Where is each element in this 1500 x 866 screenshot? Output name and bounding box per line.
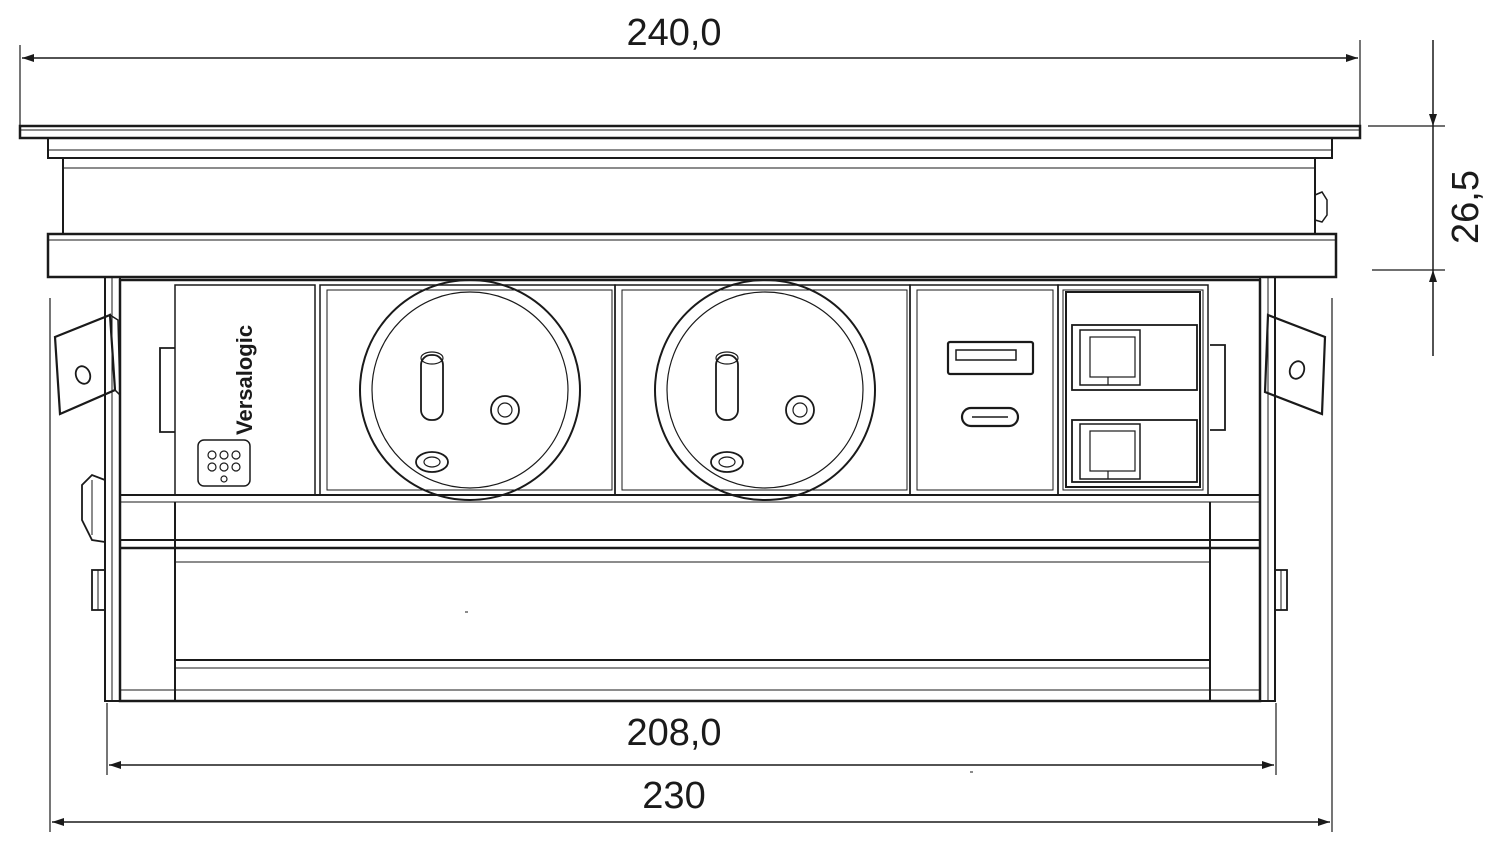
right-side-screw bbox=[1274, 569, 1288, 611]
socket-module-2 bbox=[614, 279, 911, 501]
dimension-label-overall-width: 240,0 bbox=[626, 12, 721, 54]
dimension-height: 26,5 bbox=[1368, 40, 1487, 356]
main-body bbox=[104, 276, 1276, 773]
dimension-label-inner-width: 208,0 bbox=[626, 712, 721, 754]
left-side-screw bbox=[91, 569, 106, 611]
socket-module-1 bbox=[319, 279, 616, 501]
dimension-body-width: 230 bbox=[49, 298, 1333, 832]
usb-a-port-icon bbox=[946, 340, 1035, 376]
right-side-clip bbox=[1210, 344, 1226, 431]
brand-module: Versalogic bbox=[159, 284, 316, 496]
top-flange bbox=[18, 124, 1362, 279]
right-mounting-bracket bbox=[1263, 313, 1327, 416]
left-mounting-bracket bbox=[53, 313, 121, 416]
usb-c-port-icon bbox=[960, 406, 1020, 428]
earth-pin bbox=[420, 351, 444, 421]
network-port-icon bbox=[1071, 419, 1198, 483]
earth-pin bbox=[715, 351, 739, 421]
brand-label: Versalogic bbox=[232, 325, 257, 435]
usb-module bbox=[909, 284, 1059, 496]
dimension-label-body-width: 230 bbox=[642, 775, 705, 817]
network-port-icon bbox=[1071, 324, 1198, 391]
left-side-clip bbox=[81, 473, 106, 543]
dimension-label-height: 26,5 bbox=[1445, 170, 1487, 244]
data-port-module bbox=[1057, 284, 1209, 496]
dimension-overall-width: 240,0 bbox=[19, 12, 1361, 130]
dimension-inner-width: 208,0 bbox=[106, 703, 1277, 775]
brand-logo-icon bbox=[197, 439, 251, 487]
